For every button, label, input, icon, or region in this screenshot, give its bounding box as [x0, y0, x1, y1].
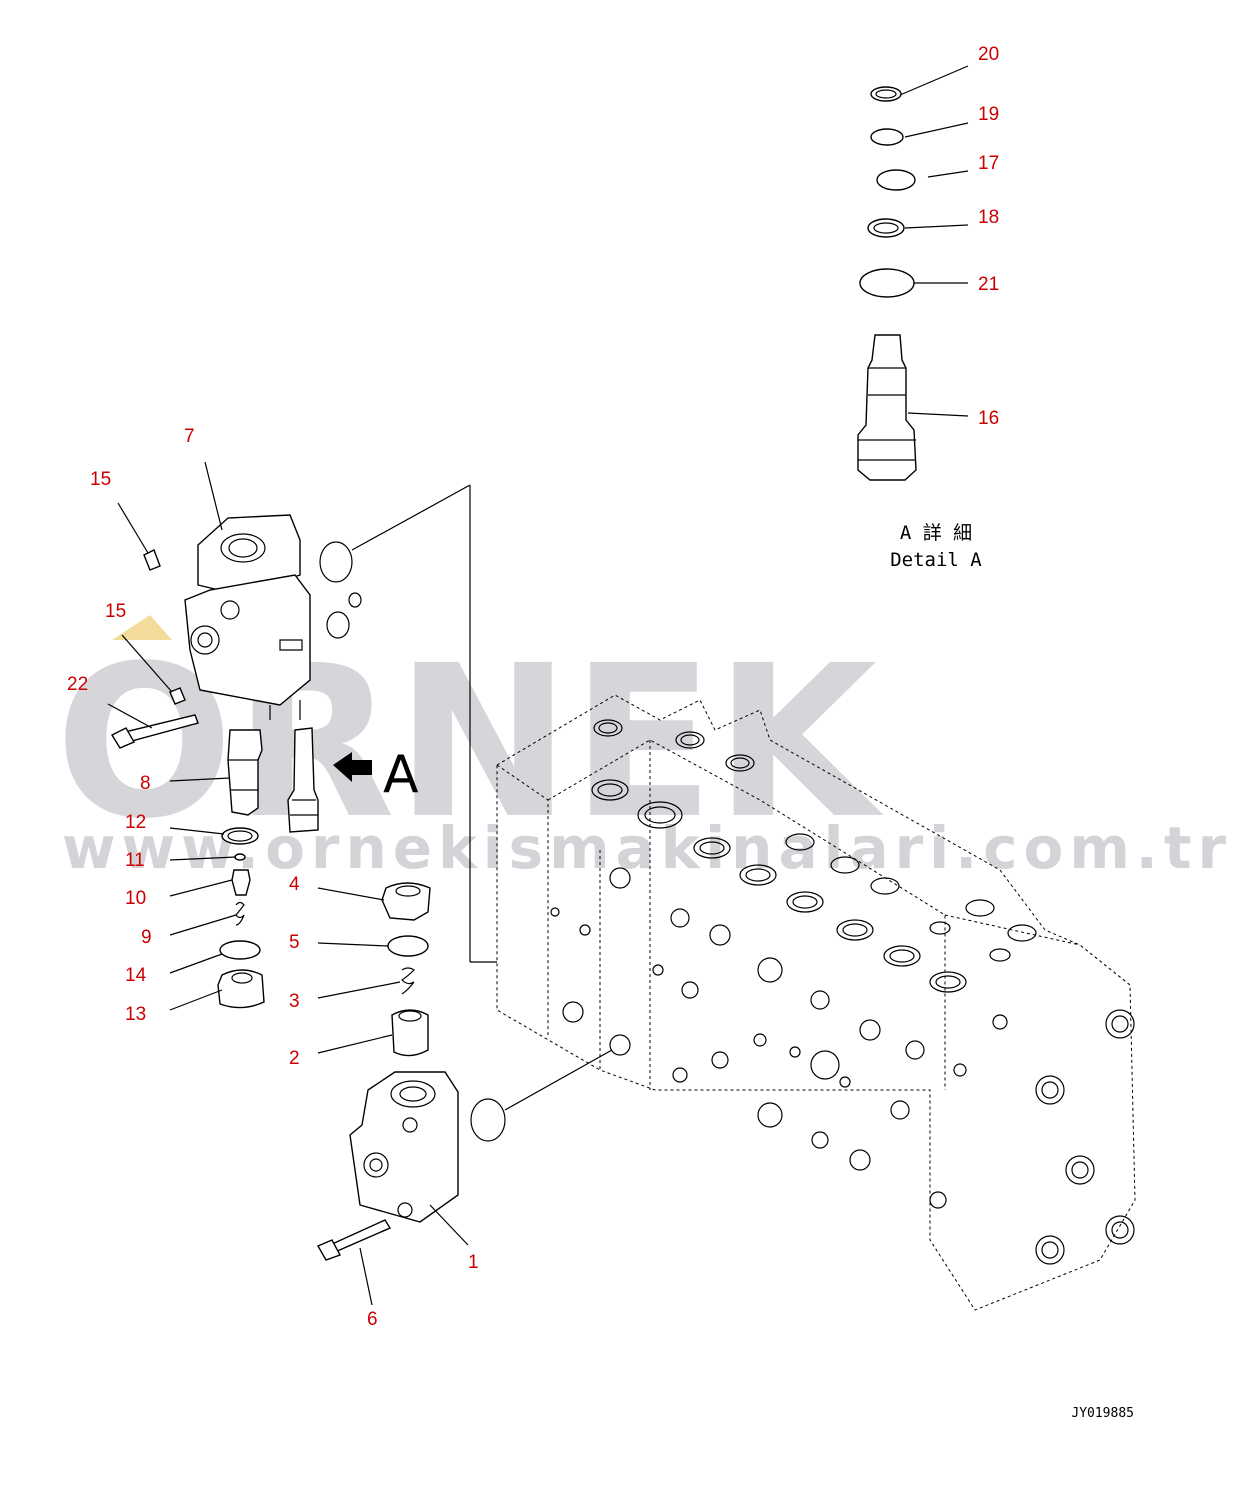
- relief-valve-8: [227, 729, 263, 816]
- callout-10: 10: [125, 888, 146, 909]
- watermark-logo-mark: [112, 615, 172, 640]
- housing-o-rings: [319, 541, 506, 1142]
- valve-16-installed: [287, 727, 319, 833]
- right-parts-stack: [381, 882, 431, 1057]
- upper-housing: [184, 514, 311, 720]
- callout-9: 9: [141, 927, 152, 948]
- detail-label-japanese: A 詳 細: [900, 522, 972, 544]
- callout-22: 22: [67, 674, 88, 695]
- callout-7: 7: [184, 426, 195, 447]
- callout-17: 17: [978, 153, 999, 174]
- detail-label-english: Detail A: [890, 549, 982, 571]
- main-valve-block: [496, 694, 1136, 1311]
- callout-21: 21: [978, 274, 999, 295]
- lower-housing: [349, 1071, 459, 1223]
- callout-13: 13: [125, 1004, 146, 1025]
- leader-lines: [107, 65, 969, 1306]
- callout-12: 12: [125, 812, 146, 833]
- callout-3: 3: [289, 991, 300, 1012]
- callout-20: 20: [978, 44, 999, 65]
- bolt-22: [111, 714, 199, 749]
- callout-2: 2: [289, 1048, 300, 1069]
- view-arrow-a: A: [333, 745, 419, 805]
- callout-5: 5: [289, 932, 300, 953]
- callout-14: 14: [125, 965, 147, 986]
- view-arrow-letter: A: [383, 745, 419, 805]
- bolt-6: [317, 1219, 392, 1261]
- callout-1: 1: [468, 1252, 479, 1273]
- callout-19: 19: [978, 104, 999, 125]
- detail-a-parts: [857, 86, 917, 481]
- callout-18: 18: [978, 207, 999, 228]
- watermark-url: www.ornekismakinalari.com.tr: [62, 814, 1232, 882]
- detail-a-label: A 詳 細 Detail A: [890, 522, 982, 571]
- callout-numbers: 1 2 3 4 5 6 7 8 9 10 11 12 13 14 15 15 1…: [67, 44, 999, 1330]
- callout-15-upper: 15: [90, 469, 111, 490]
- callout-16: 16: [978, 408, 999, 429]
- callout-8: 8: [140, 773, 151, 794]
- plugs-15: [143, 549, 186, 705]
- callout-6: 6: [367, 1309, 378, 1330]
- callout-4: 4: [289, 874, 300, 895]
- drawing-reference: JY019885: [1071, 1406, 1134, 1421]
- callout-15-lower: 15: [105, 601, 126, 622]
- callout-11: 11: [125, 850, 145, 871]
